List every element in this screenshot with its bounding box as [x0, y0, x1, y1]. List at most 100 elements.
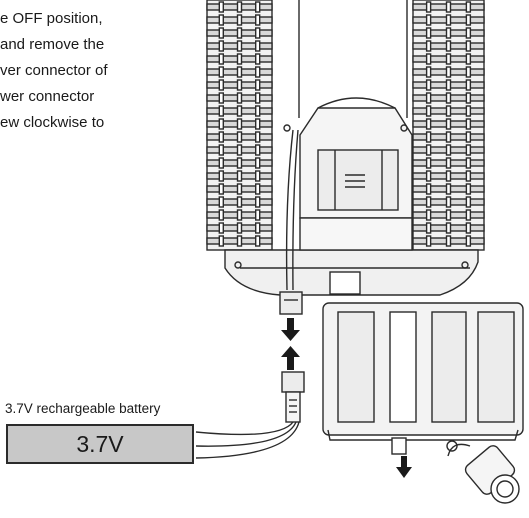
fin-notch [465, 131, 472, 143]
instruction-line: ver connector of [0, 62, 108, 79]
fin-notch [218, 53, 225, 65]
battery-pack: 3.7V [6, 424, 194, 464]
fin-notch [218, 144, 225, 156]
fin-notch [254, 170, 261, 182]
screw-icon [447, 443, 520, 504]
fin-notch [236, 1, 243, 13]
battery-label: 3.7V [76, 430, 124, 457]
fin-notch [236, 170, 243, 182]
fin-notch [445, 235, 452, 247]
fin-notch [465, 235, 472, 247]
fin-notch [445, 222, 452, 234]
battery-connector [281, 371, 305, 393]
fin-notch [465, 144, 472, 156]
fin-notch [236, 131, 243, 143]
fin-notch [218, 14, 225, 26]
fin-notch [465, 118, 472, 130]
fin-notch [236, 183, 243, 195]
fin-notch [254, 92, 261, 104]
fin-notch [445, 157, 452, 169]
fin-notch [465, 27, 472, 39]
fin-notch [254, 79, 261, 91]
fin-notch [425, 1, 432, 13]
fin-notch [445, 131, 452, 143]
fin-notch [425, 131, 432, 143]
fin-notch [218, 40, 225, 52]
fin-notch [236, 105, 243, 117]
battery-caption: 3.7V rechargeable battery [5, 401, 161, 416]
fin-notch [236, 53, 243, 65]
fin-notch [236, 79, 243, 91]
fin-notch [425, 14, 432, 26]
instruction-line: e OFF position, [0, 10, 103, 27]
fin-notch [254, 131, 261, 143]
fin-notch [218, 79, 225, 91]
fin-notch [425, 105, 432, 117]
fin-notch [425, 157, 432, 169]
direction-arrows [281, 318, 412, 478]
fin-notch [236, 196, 243, 208]
fin-notch [254, 14, 261, 26]
fin-notch [254, 40, 261, 52]
fin-notch [425, 53, 432, 65]
fin-notch [425, 183, 432, 195]
fin-notch [445, 105, 452, 117]
fin-notch [465, 92, 472, 104]
fin-notch [445, 183, 452, 195]
instruction-line: wer connector [0, 88, 95, 105]
fin-notch [236, 40, 243, 52]
fin-notch [254, 209, 261, 221]
fin-notch [236, 209, 243, 221]
fin-notch [465, 222, 472, 234]
fin-notch [445, 92, 452, 104]
fin-notch [218, 235, 225, 247]
fin-notch [465, 53, 472, 65]
fin-notch [425, 66, 432, 78]
lamp-base-frame [224, 217, 479, 296]
fin-notch [465, 170, 472, 182]
fin-notch [445, 209, 452, 221]
fin-notch [218, 222, 225, 234]
fin-notch [445, 196, 452, 208]
fin-notch [254, 53, 261, 65]
fin-notch [254, 183, 261, 195]
fin-notch [254, 196, 261, 208]
fin-notch [445, 66, 452, 78]
fin-notch [236, 92, 243, 104]
fin-notch [425, 196, 432, 208]
fin-notch [465, 157, 472, 169]
instruction-line: ew clockwise to [0, 114, 105, 131]
fin-notch [218, 131, 225, 143]
fin-notch [254, 105, 261, 117]
fin-notch [425, 144, 432, 156]
fin-notch [236, 235, 243, 247]
fin-notch [218, 170, 225, 182]
fin-notch [254, 1, 261, 13]
fin-notch [445, 27, 452, 39]
right-heat-sink-fins [412, 0, 485, 251]
fin-notch [425, 92, 432, 104]
lamp-head [283, 97, 413, 219]
fin-notch [465, 40, 472, 52]
fin-notch [218, 209, 225, 221]
battery-box [322, 302, 524, 455]
fin-notch [236, 66, 243, 78]
fin-notch [425, 209, 432, 221]
fin-notch [465, 183, 472, 195]
fin-notch [425, 118, 432, 130]
fin-notch [425, 235, 432, 247]
fin-notch [254, 144, 261, 156]
fin-notch [218, 105, 225, 117]
fin-notch [236, 144, 243, 156]
fin-notch [445, 144, 452, 156]
fin-notch [218, 118, 225, 130]
fin-notch [425, 222, 432, 234]
fin-notch [465, 209, 472, 221]
fin-notch [236, 27, 243, 39]
fin-notch [445, 1, 452, 13]
fin-notch [445, 53, 452, 65]
fin-notch [218, 92, 225, 104]
arrow-down-icon [287, 318, 294, 330]
fin-notch [425, 27, 432, 39]
